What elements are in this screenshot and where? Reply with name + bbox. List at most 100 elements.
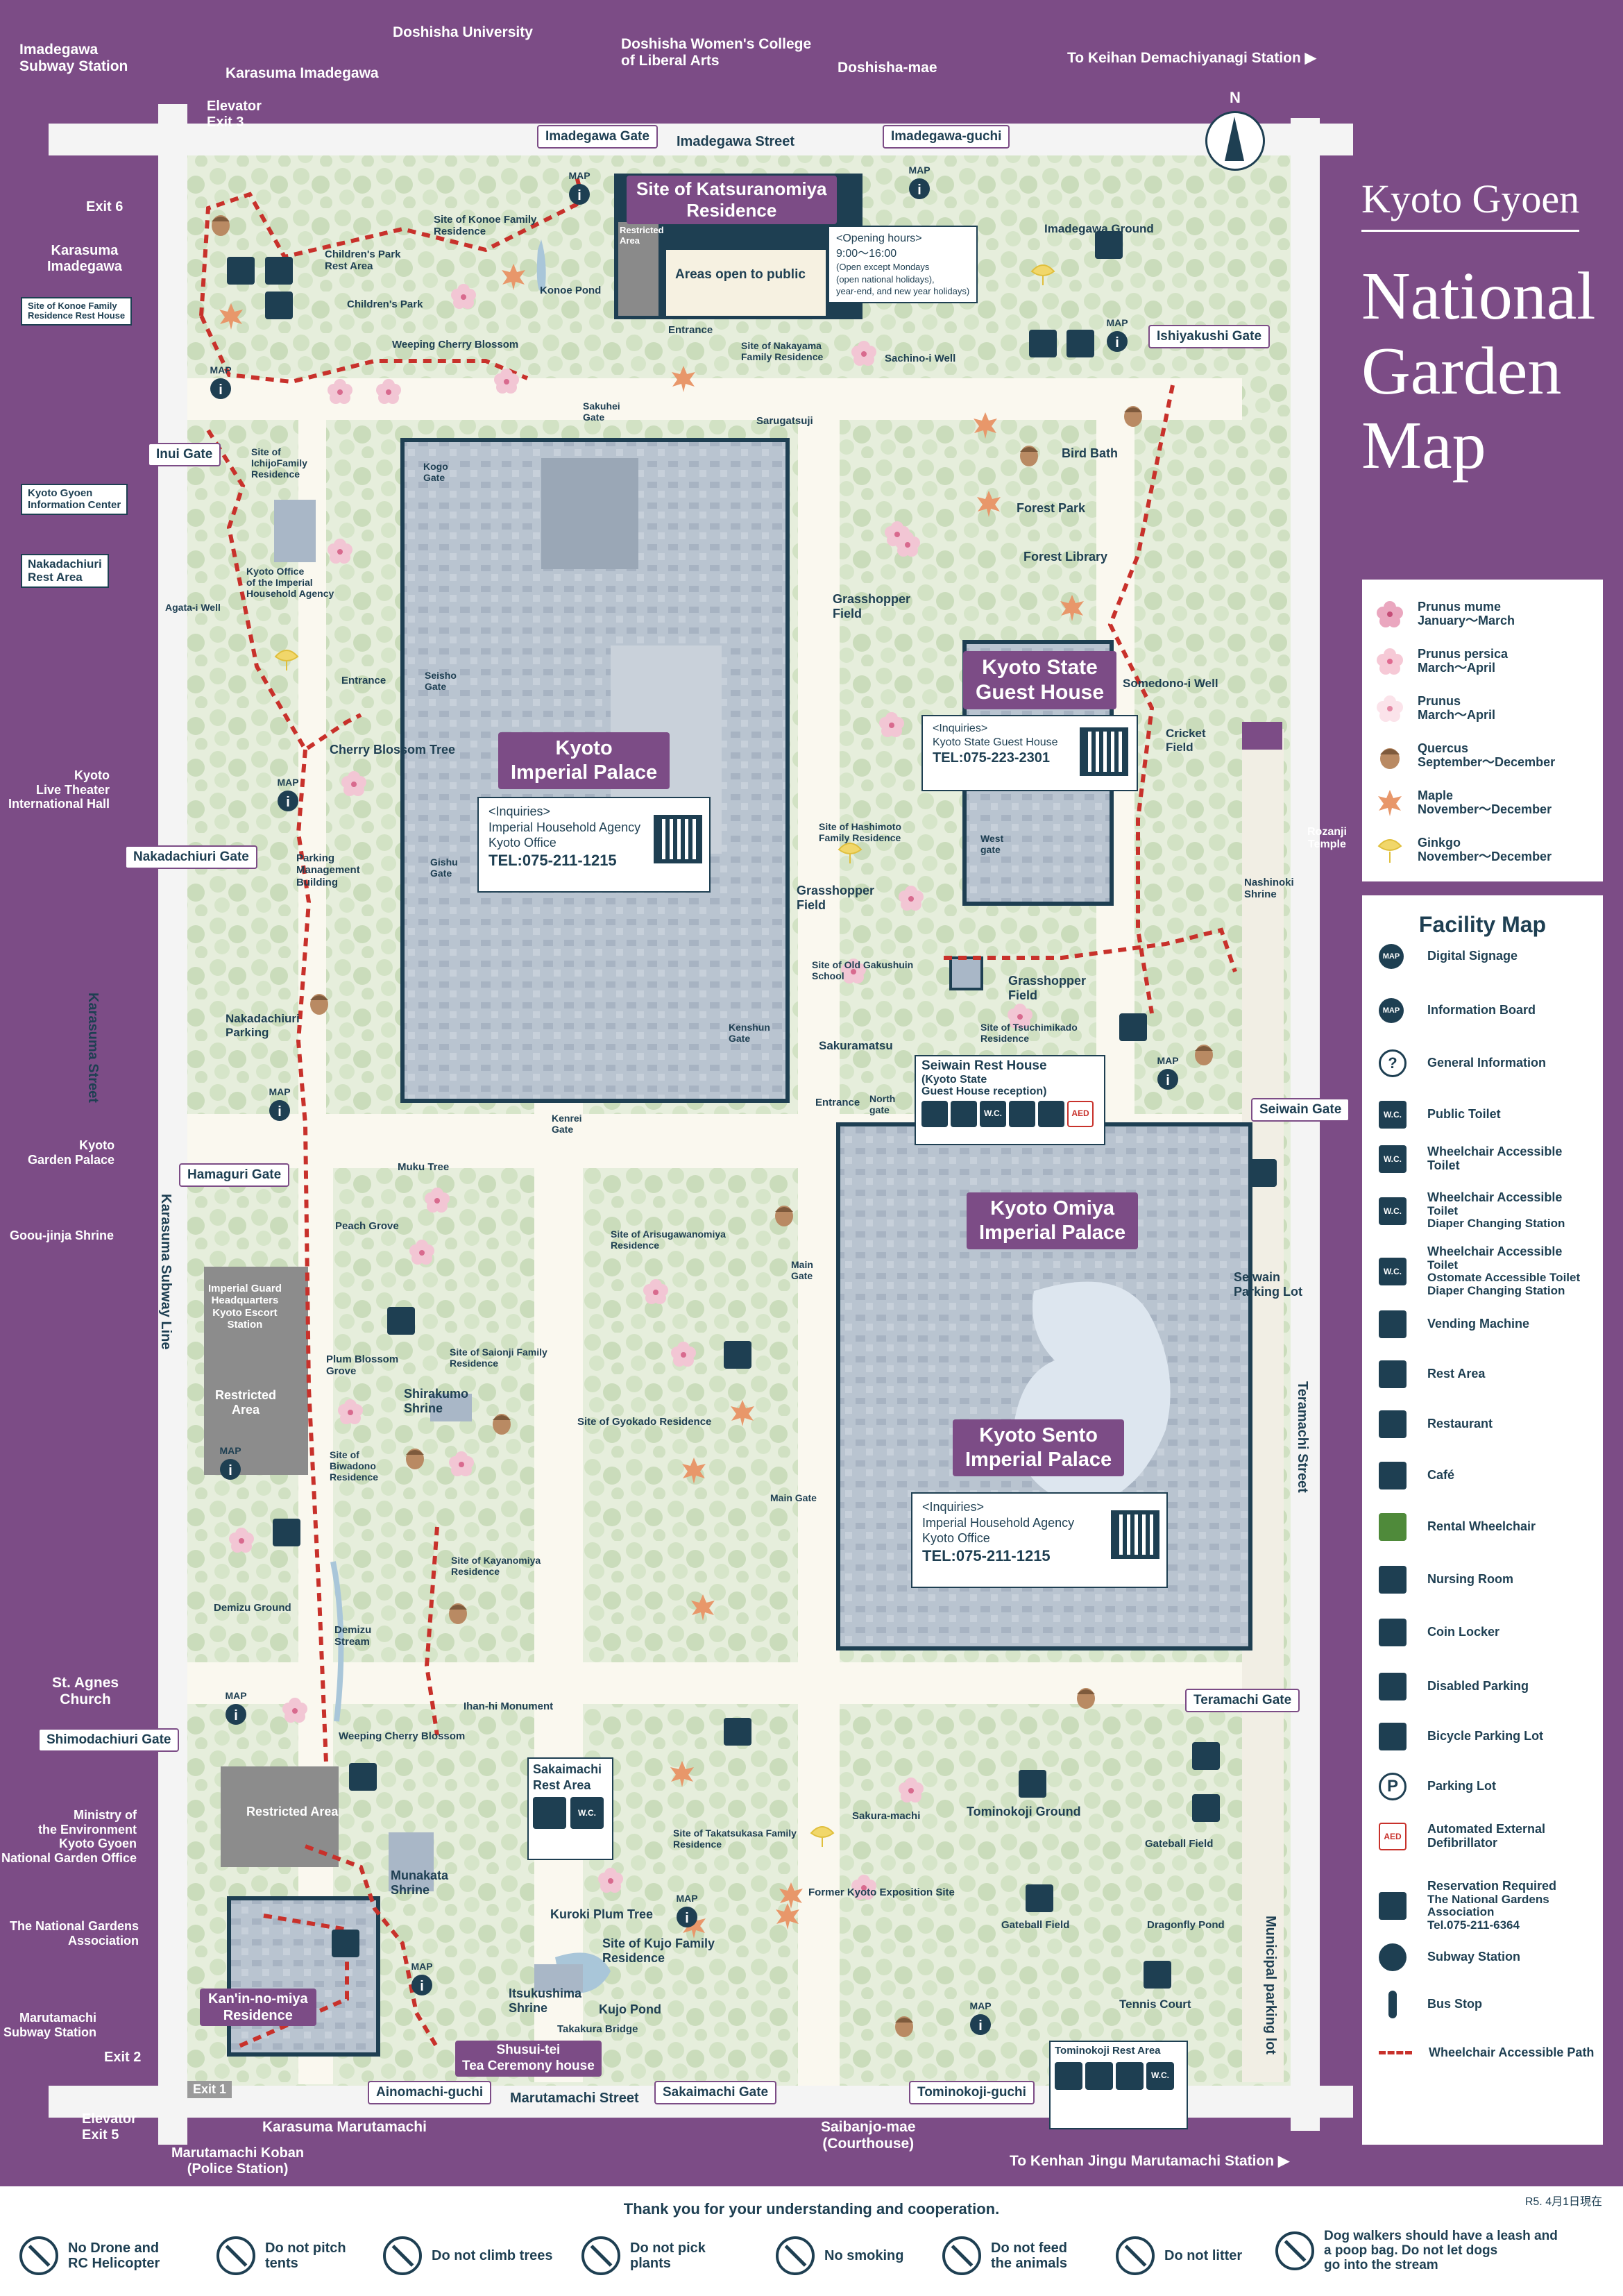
sento-title-line2: Imperial Palace bbox=[965, 1448, 1112, 1471]
gate-imadegawa-guchi[interactable]: Imadegawa-guchi bbox=[883, 125, 1010, 149]
imadegawa-ground-label: Imadegawa Ground bbox=[1044, 222, 1154, 236]
guest-house-title: Kyoto State Guest House bbox=[963, 651, 1117, 709]
rule-item: Do not litter bbox=[1116, 2236, 1242, 2275]
accessible-diaper-icon: W.C. bbox=[1379, 1197, 1407, 1225]
map-text: MAP bbox=[1382, 952, 1400, 961]
sakura-machi-label-line: Sakura-machi bbox=[852, 1810, 921, 1822]
teramachi-street-band bbox=[1291, 118, 1320, 2131]
facility-legend-text: Café bbox=[1427, 1468, 1454, 1483]
cherry-tree-label: Cherry Blossom Tree bbox=[330, 743, 455, 757]
ihanhi-label: Ihan-hi Monument bbox=[464, 1700, 553, 1712]
tennis-label: Tennis Court bbox=[1119, 1998, 1191, 2011]
imperial-qr-code bbox=[654, 815, 702, 863]
restricted-1-label-line: Restricted bbox=[215, 1388, 277, 1402]
arisugawa-label-line: Residence bbox=[611, 1240, 660, 1251]
plum-label-line: Grove bbox=[326, 1365, 357, 1378]
imadegawa-street-band bbox=[49, 124, 1353, 155]
facility-legend-line: Association bbox=[1427, 1905, 1495, 1919]
sakaimachi-rest-icons: W.C. bbox=[533, 1797, 608, 1829]
gate-sakaimachi[interactable]: Sakaimachi Gate bbox=[654, 2081, 777, 2104]
kujo-label-line: Site of Kujo Family bbox=[602, 1936, 715, 1950]
facility-legend-text: Bus Stop bbox=[1427, 1997, 1482, 2011]
itsukushima-label-line: Shrine bbox=[509, 2000, 548, 2015]
nakayama-label-line: Family Residence bbox=[741, 351, 824, 363]
somedono-label-line: Somedono-i Well bbox=[1123, 677, 1218, 690]
sachino-label-line: Sachino-i Well bbox=[885, 353, 956, 364]
gate-tominokoji[interactable]: Tominokoji-guchi bbox=[909, 2081, 1035, 2104]
facility-legend-line: Wheelchair Accessible bbox=[1427, 1145, 1563, 1159]
gate-imadegawa[interactable]: Imadegawa Gate bbox=[537, 125, 658, 149]
season-tree-period: November～December bbox=[1418, 802, 1552, 816]
gyokado-label: Site of Gyokado Residence bbox=[577, 1416, 711, 1428]
agata-label: Agata-i Well bbox=[165, 602, 221, 613]
doshisha-university-label-line: Doshisha University bbox=[393, 24, 533, 40]
facility-legend-line: Toilet bbox=[1427, 1258, 1459, 1272]
gate-inui[interactable]: Inui Gate bbox=[148, 443, 221, 466]
tsuchimikado-label-line: Site of Tsuchimikado bbox=[980, 1022, 1078, 1033]
rule-text-line: a poop bag. Do not let dogs bbox=[1324, 2243, 1498, 2258]
question-icon: ? bbox=[1379, 1049, 1407, 1077]
facility-legend-row: Disabled Parking bbox=[1379, 1673, 1529, 1700]
facility-legend-line: Tel.075-211-6364 bbox=[1427, 1918, 1520, 1932]
facility-legend-line: Vending Machine bbox=[1427, 1317, 1530, 1331]
facility-legend-text: Rest Area bbox=[1427, 1367, 1485, 1381]
weeping-cherry-s-label: Weeping Cherry Blossom bbox=[339, 1730, 465, 1742]
no-climb-icon bbox=[383, 2236, 422, 2275]
gate-ishiyakushi[interactable]: Ishiyakushi Gate bbox=[1148, 325, 1271, 348]
toilet-icon: W.C. bbox=[1379, 1101, 1407, 1129]
facility-legend-line: Reservation Required bbox=[1427, 1879, 1557, 1893]
kyoto-office-iha-label-line: Household Agency bbox=[246, 588, 334, 600]
facility-legend-text: Public Toilet bbox=[1427, 1107, 1501, 1122]
imperial-title-line2: Imperial Palace bbox=[511, 761, 658, 784]
kyoto-office-iha-label-line: Kyoto Office bbox=[246, 566, 305, 577]
nursing-icon bbox=[1009, 1101, 1035, 1128]
no-feed-icon bbox=[942, 2236, 981, 2275]
kujo-label-line: Residence bbox=[602, 1950, 665, 1965]
gate-ainomachi[interactable]: Ainomachi-guchi bbox=[368, 2081, 492, 2104]
rest-area-icon-2 bbox=[1038, 1101, 1064, 1128]
facility-legend-line: Toilet bbox=[1427, 1158, 1460, 1172]
kenshun-label-line: Kenshun bbox=[729, 1022, 770, 1033]
cherry-blossom-icon bbox=[1375, 693, 1405, 724]
gate-shimodachiuri[interactable]: Shimodachiuri Gate bbox=[38, 1728, 180, 1752]
doshisha-womens-label-line: Doshisha Women's College bbox=[621, 36, 812, 52]
opening-hours-box: <Opening hours> 9:00～16:00 (Open except … bbox=[828, 226, 978, 303]
gate-hamaguri[interactable]: Hamaguri Gate bbox=[179, 1163, 290, 1187]
season-tree-period: March～April bbox=[1418, 708, 1496, 722]
saionji-label-line: Site of Saionji Family bbox=[450, 1347, 547, 1358]
kuroki-label-line: Kuroki Plum Tree bbox=[550, 1907, 654, 1921]
facility-legend-line: Rental Wheelchair bbox=[1427, 1519, 1536, 1534]
rule-text-line: tents bbox=[265, 2256, 298, 2271]
kyoto-garden-palace-label-line: Garden Palace bbox=[28, 1152, 115, 1167]
gate-teramachi[interactable]: Teramachi Gate bbox=[1185, 1689, 1300, 1712]
peach-blossom-icon bbox=[1375, 646, 1405, 677]
entrance-n-label: Entrance bbox=[668, 324, 713, 336]
gate-nakadachiuri[interactable]: Nakadachiuri Gate bbox=[125, 845, 257, 869]
goou-jinja-label-line: Goou-jinja Shrine bbox=[10, 1229, 114, 1242]
facility-legend-text: Wheelchair Accessible Path bbox=[1429, 2045, 1594, 2060]
ostomate-icon: W.C. bbox=[1379, 1257, 1407, 1285]
rozanji-label-line: Temple bbox=[1308, 838, 1346, 851]
facility-legend-line: Restaurant bbox=[1427, 1417, 1493, 1431]
footer-thanks: Thank you for your understanding and coo… bbox=[623, 2200, 1000, 2218]
season-tree-period: November～December bbox=[1418, 850, 1552, 863]
gate-seiwain[interactable]: Seiwain Gate bbox=[1251, 1098, 1350, 1122]
imperial-inq-agency: Imperial Household Agency bbox=[488, 820, 641, 834]
imperial-inq-heading: <Inquiries> bbox=[488, 804, 551, 818]
ministry-label-line: Kyoto Gyoen bbox=[59, 1837, 137, 1851]
kenshun-label-line: Gate bbox=[729, 1033, 751, 1045]
